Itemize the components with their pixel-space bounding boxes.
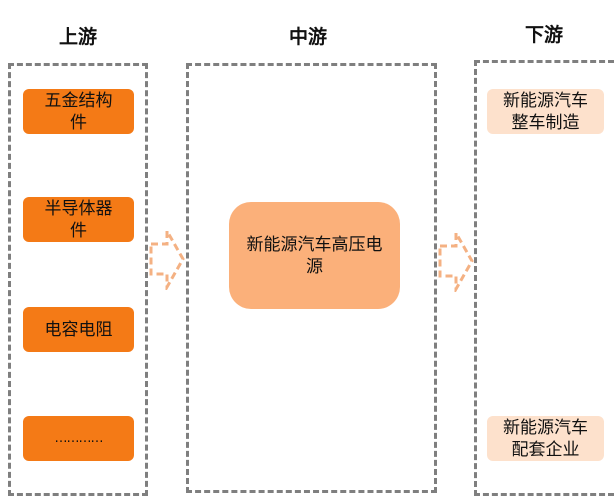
downstream-item-label: 新能源汽车整车制造: [503, 90, 588, 133]
midstream-item-label: 新能源汽车高压电源: [246, 234, 383, 277]
upstream-title: 上游: [58, 26, 97, 48]
upstream-item-more: …………: [23, 416, 134, 461]
right-arrow-icon: [438, 230, 474, 292]
midstream-panel: [186, 63, 437, 493]
upstream-panel: [8, 63, 148, 496]
downstream-item-label: 新能源汽车配套企业: [503, 417, 588, 460]
upstream-item-hardware: 五金结构件: [23, 89, 134, 134]
downstream-title: 下游: [524, 24, 563, 46]
upstream-item-capacitor-resistor: 电容电阻: [23, 307, 134, 352]
downstream-item-vehicle-manufacturing: 新能源汽车整车制造: [487, 89, 604, 134]
downstream-item-supporting-enterprises: 新能源汽车配套企业: [487, 416, 604, 461]
right-arrow-icon: [149, 228, 185, 290]
upstream-item-label: 电容电阻: [44, 319, 113, 340]
midstream-title: 中游: [288, 26, 327, 48]
midstream-item-hv-power: 新能源汽车高压电源: [229, 202, 400, 309]
upstream-item-label: 五金结构件: [44, 90, 113, 133]
upstream-item-semiconductor: 半导体器件: [23, 197, 134, 242]
upstream-item-label: …………: [54, 430, 104, 446]
upstream-item-label: 半导体器件: [44, 198, 113, 241]
downstream-panel: [474, 60, 614, 496]
